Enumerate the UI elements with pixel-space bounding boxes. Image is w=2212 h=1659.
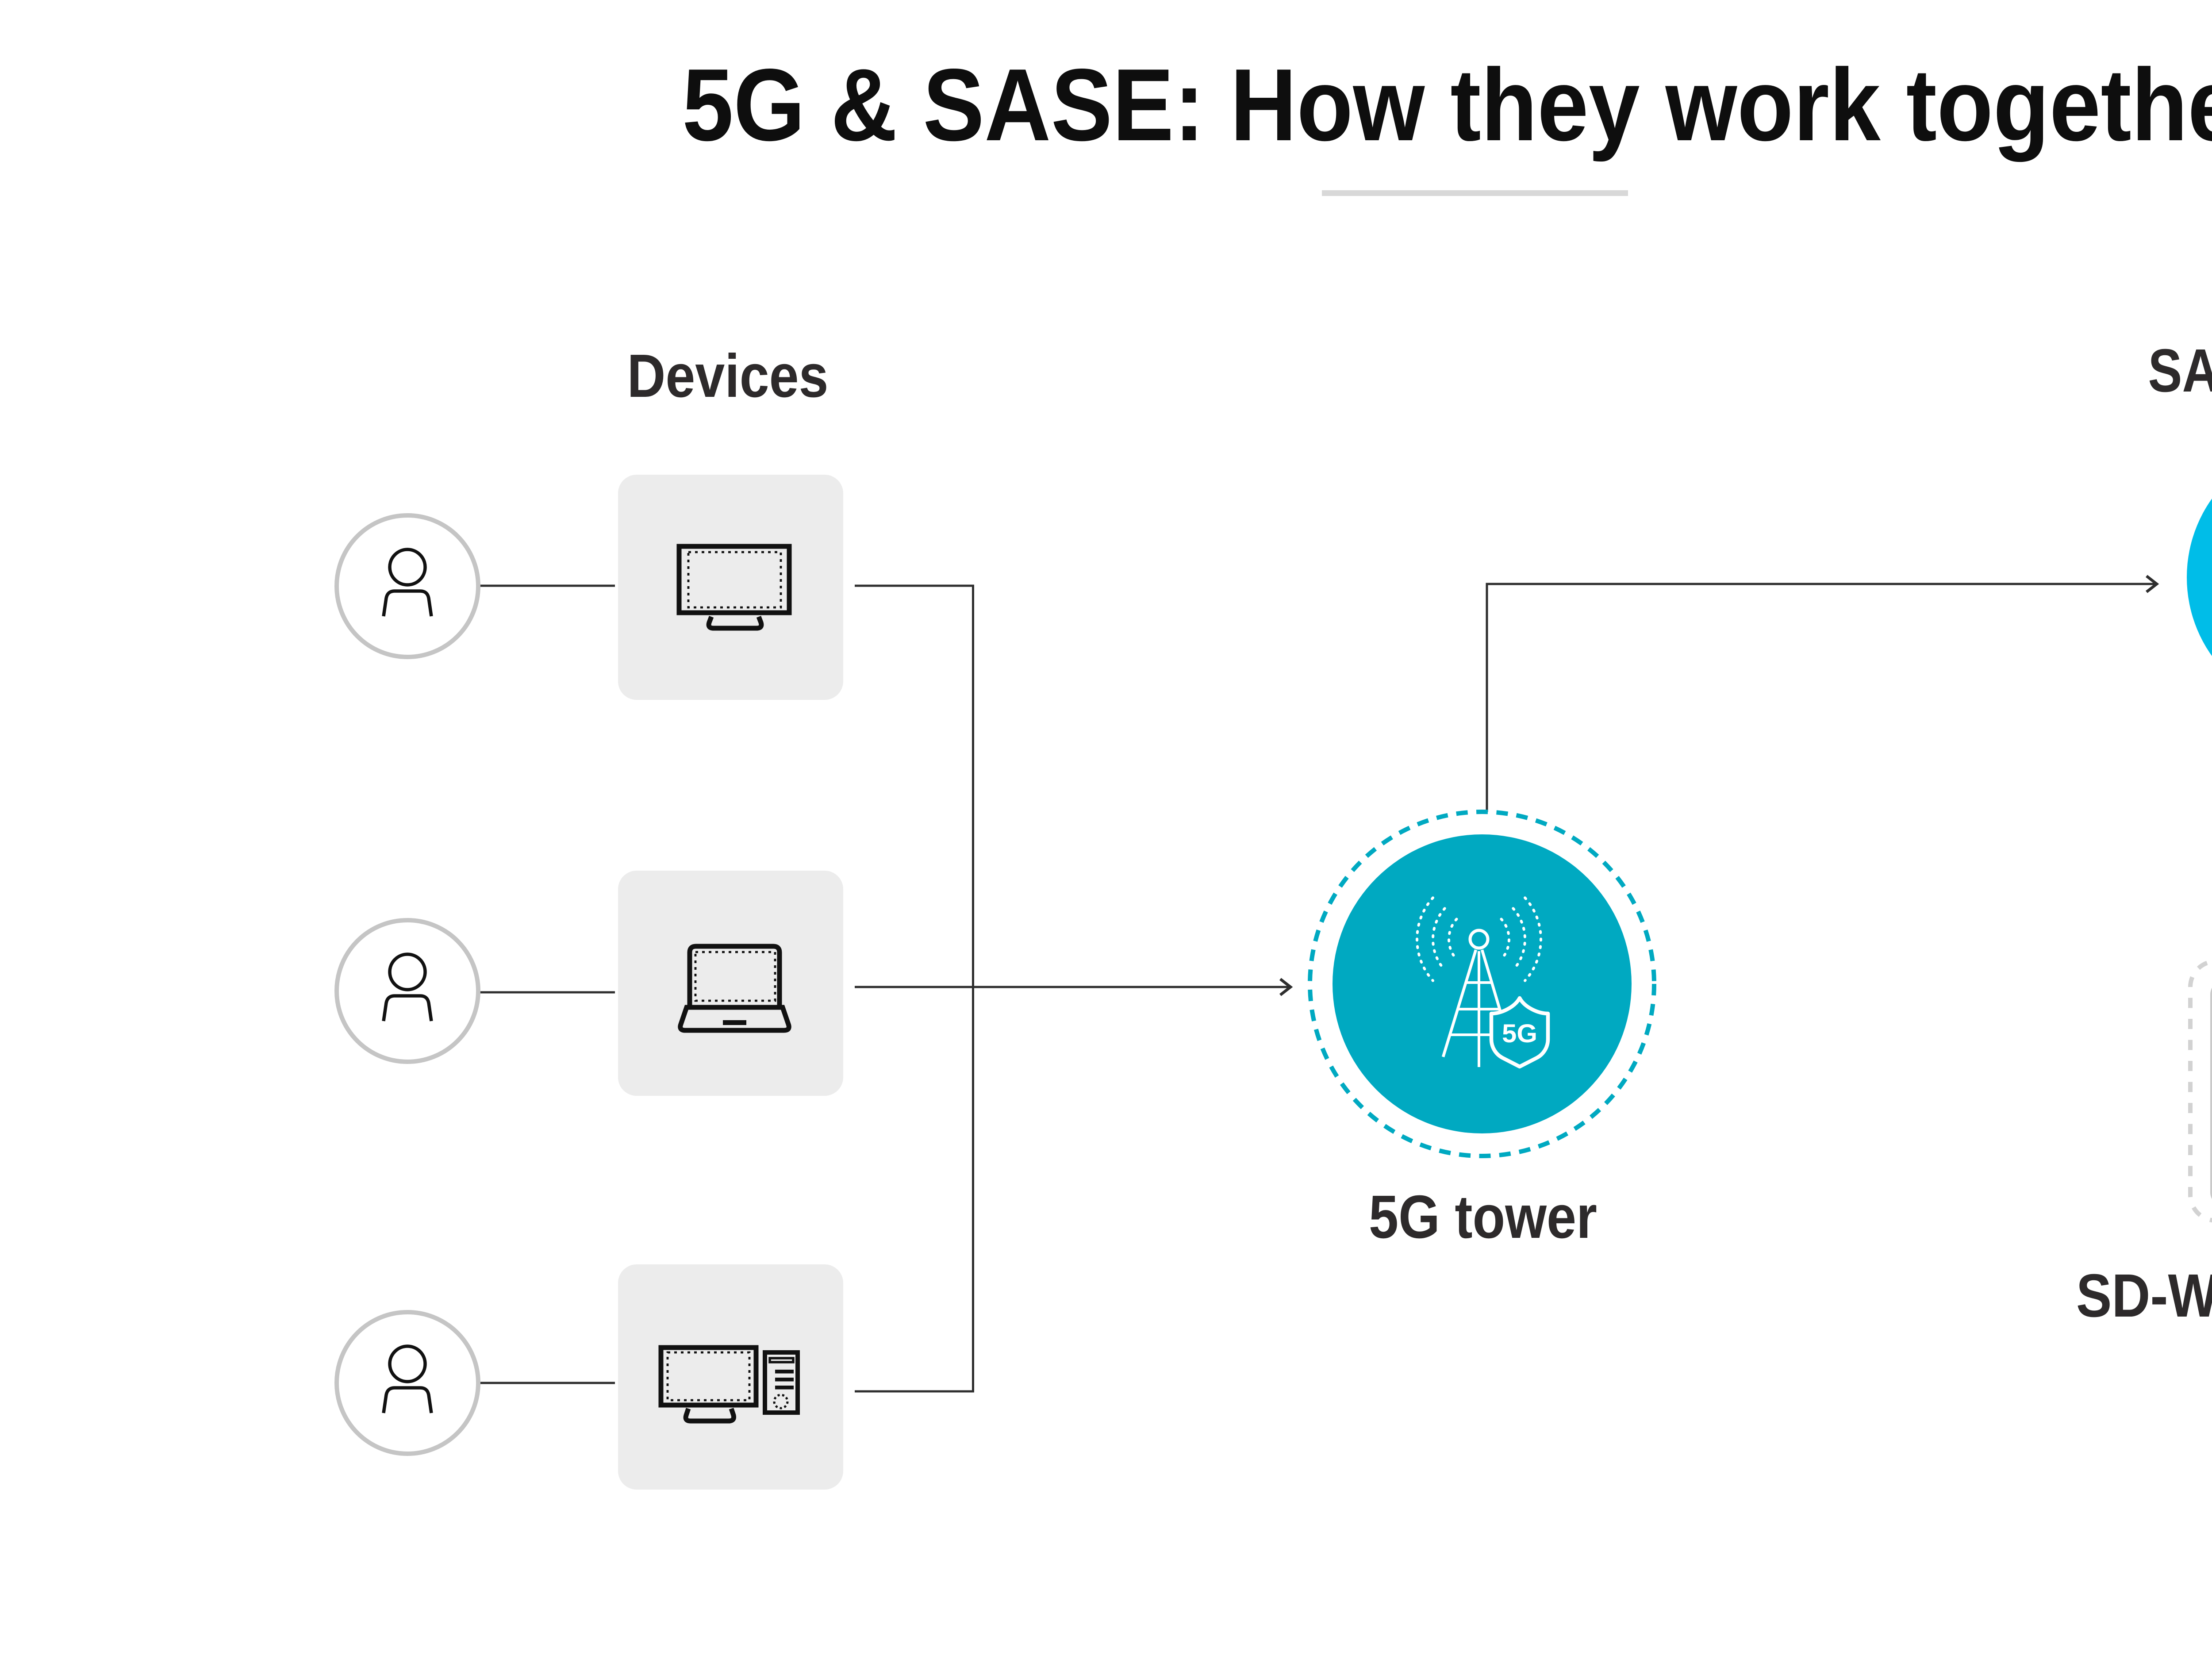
svg-text:SASE security: SASE security	[2148, 337, 2212, 405]
svg-text:SD-WAN framework: SD-WAN framework	[2076, 1262, 2212, 1330]
svg-text:Devices: Devices	[627, 342, 829, 410]
svg-text:5G: 5G	[1502, 1019, 1537, 1048]
svg-text:5G & SASE: How they work toget: 5G & SASE: How they work together	[682, 48, 2212, 162]
svg-text:5G tower: 5G tower	[1369, 1183, 1597, 1251]
